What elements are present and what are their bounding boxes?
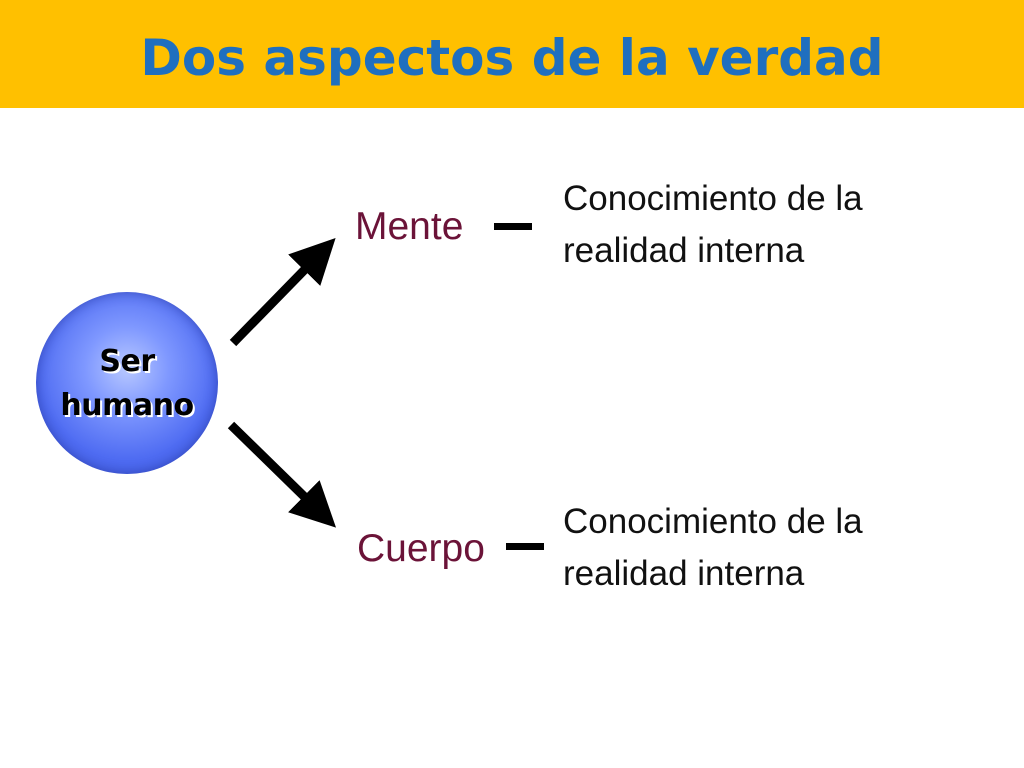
- description-mente-line1: Conocimiento de la: [563, 179, 863, 218]
- dash-cuerpo: [506, 543, 544, 550]
- branch-label-cuerpo: Cuerpo: [357, 527, 485, 570]
- title-bar: [0, 0, 1024, 108]
- description-cuerpo: Conocimiento de la realidad interna: [563, 496, 863, 600]
- branch-label-mente: Mente: [355, 205, 464, 248]
- dash-mente: [494, 223, 532, 230]
- description-cuerpo-line1: Conocimiento de la: [563, 502, 863, 541]
- ser-humano-label-line2: humano: [60, 388, 194, 423]
- description-mente-line2: realidad interna: [563, 231, 805, 270]
- description-mente: Conocimiento de la realidad interna: [563, 173, 863, 277]
- arrow-to-cuerpo: [227, 421, 337, 528]
- ser-humano-node: [36, 292, 218, 474]
- slide-title: Dos aspectos de la verdad: [140, 29, 884, 87]
- arrow-to-mente: [229, 237, 336, 347]
- ser-humano-label: Ser humano: [36, 340, 218, 428]
- ser-humano-label-line1: Ser: [99, 344, 155, 379]
- description-cuerpo-line2: realidad interna: [563, 554, 805, 593]
